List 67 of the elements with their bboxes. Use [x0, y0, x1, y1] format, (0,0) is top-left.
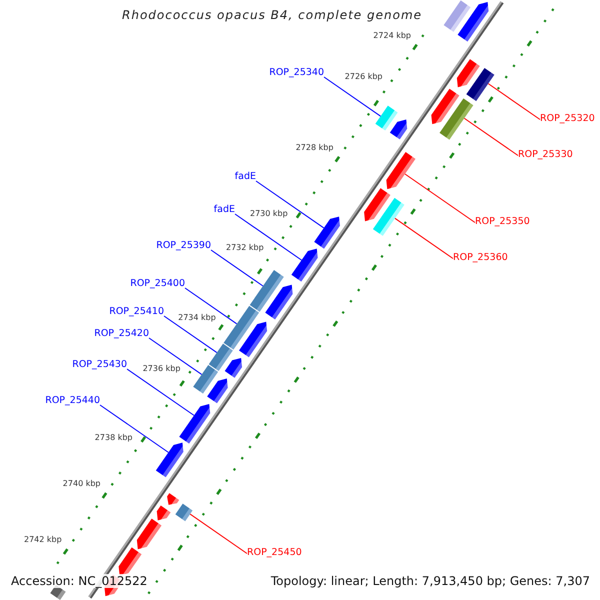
- gene-feature: [456, 59, 480, 88]
- leader-line: [148, 338, 202, 375]
- gene-label: ROP_25410: [109, 307, 164, 317]
- gene-block: [440, 98, 474, 140]
- gene-block: [444, 0, 471, 32]
- gene-block: [372, 198, 404, 236]
- gene-feature: [224, 358, 242, 378]
- leader-line: [256, 180, 324, 228]
- gene-feature: [265, 284, 293, 320]
- scale-label: 2740 kbp: [62, 479, 100, 488]
- gene-feature: [136, 518, 162, 550]
- gene-feature: [167, 493, 180, 505]
- gene-block: [193, 365, 218, 394]
- gene-feature: [239, 322, 268, 358]
- gene-label: fadE: [214, 205, 235, 215]
- gene-feature: [179, 404, 210, 444]
- scale-label: 2726 kbp: [344, 72, 382, 81]
- gene-block: [224, 306, 260, 350]
- genome-summary-text: Topology: linear; Length: 7,913,450 bp; Genes: 7,307: [268, 574, 592, 588]
- gene-label: ROP_25430: [72, 360, 127, 370]
- leader-line: [324, 76, 382, 117]
- gene-block: [208, 344, 233, 372]
- scale-label: 2728 kbp: [296, 142, 334, 152]
- gene-label: ROP_25340: [269, 68, 324, 78]
- leader-line: [210, 250, 264, 286]
- gene-feature: [207, 378, 228, 404]
- scale-label: 2730 kbp: [250, 208, 288, 218]
- leader-line: [164, 316, 218, 354]
- gene-label: ROP_25350: [475, 217, 530, 227]
- gene-feature: [156, 442, 184, 478]
- gene-block: [250, 270, 284, 312]
- leader-line: [234, 214, 302, 261]
- gene-label: ROP_25420: [94, 329, 149, 339]
- gene-block: [375, 106, 398, 131]
- scale-label: 2738 kbp: [94, 432, 132, 442]
- gene-label: ROP_25360: [453, 253, 508, 263]
- scale-label: 2736 kbp: [142, 364, 180, 373]
- gene-block: [466, 68, 494, 102]
- gene-feature: [118, 547, 142, 576]
- gene-label: ROP_25320: [540, 114, 595, 124]
- gene-block: [175, 504, 193, 522]
- gene-label: fadE: [234, 172, 256, 182]
- gene-label: ROP_25330: [518, 150, 573, 160]
- gene-label: ROP_25390: [156, 241, 211, 251]
- gene-feature: [364, 188, 390, 222]
- accession-text: Accession: NC_012522: [9, 574, 150, 588]
- leader-line: [464, 118, 518, 156]
- leader-line: [404, 174, 476, 223]
- scale-label: 2724 kbp: [373, 30, 411, 40]
- gene-feature: [156, 506, 171, 520]
- leader-line: [100, 404, 169, 453]
- leader-line: [394, 218, 454, 259]
- scale-label: 2734 kbp: [178, 312, 216, 322]
- gene-feature: [386, 152, 416, 190]
- leader-line: [488, 83, 540, 120]
- gene-feature: [314, 216, 340, 249]
- scale-label: 2732 kbp: [226, 243, 264, 252]
- map-title: Rhodococcus opacus B4, complete genome: [122, 8, 422, 23]
- gene-label: ROP_25450: [247, 548, 302, 558]
- gene-feature: [390, 120, 408, 140]
- gene-feature: [431, 88, 460, 124]
- gene-feature: [458, 2, 489, 42]
- leader-line: [126, 368, 194, 416]
- gene-feature: [291, 248, 318, 282]
- gene-label: ROP_25440: [45, 396, 100, 406]
- scale-label: 2742 kbp: [24, 535, 62, 544]
- gene-label: ROP_25400: [130, 279, 185, 289]
